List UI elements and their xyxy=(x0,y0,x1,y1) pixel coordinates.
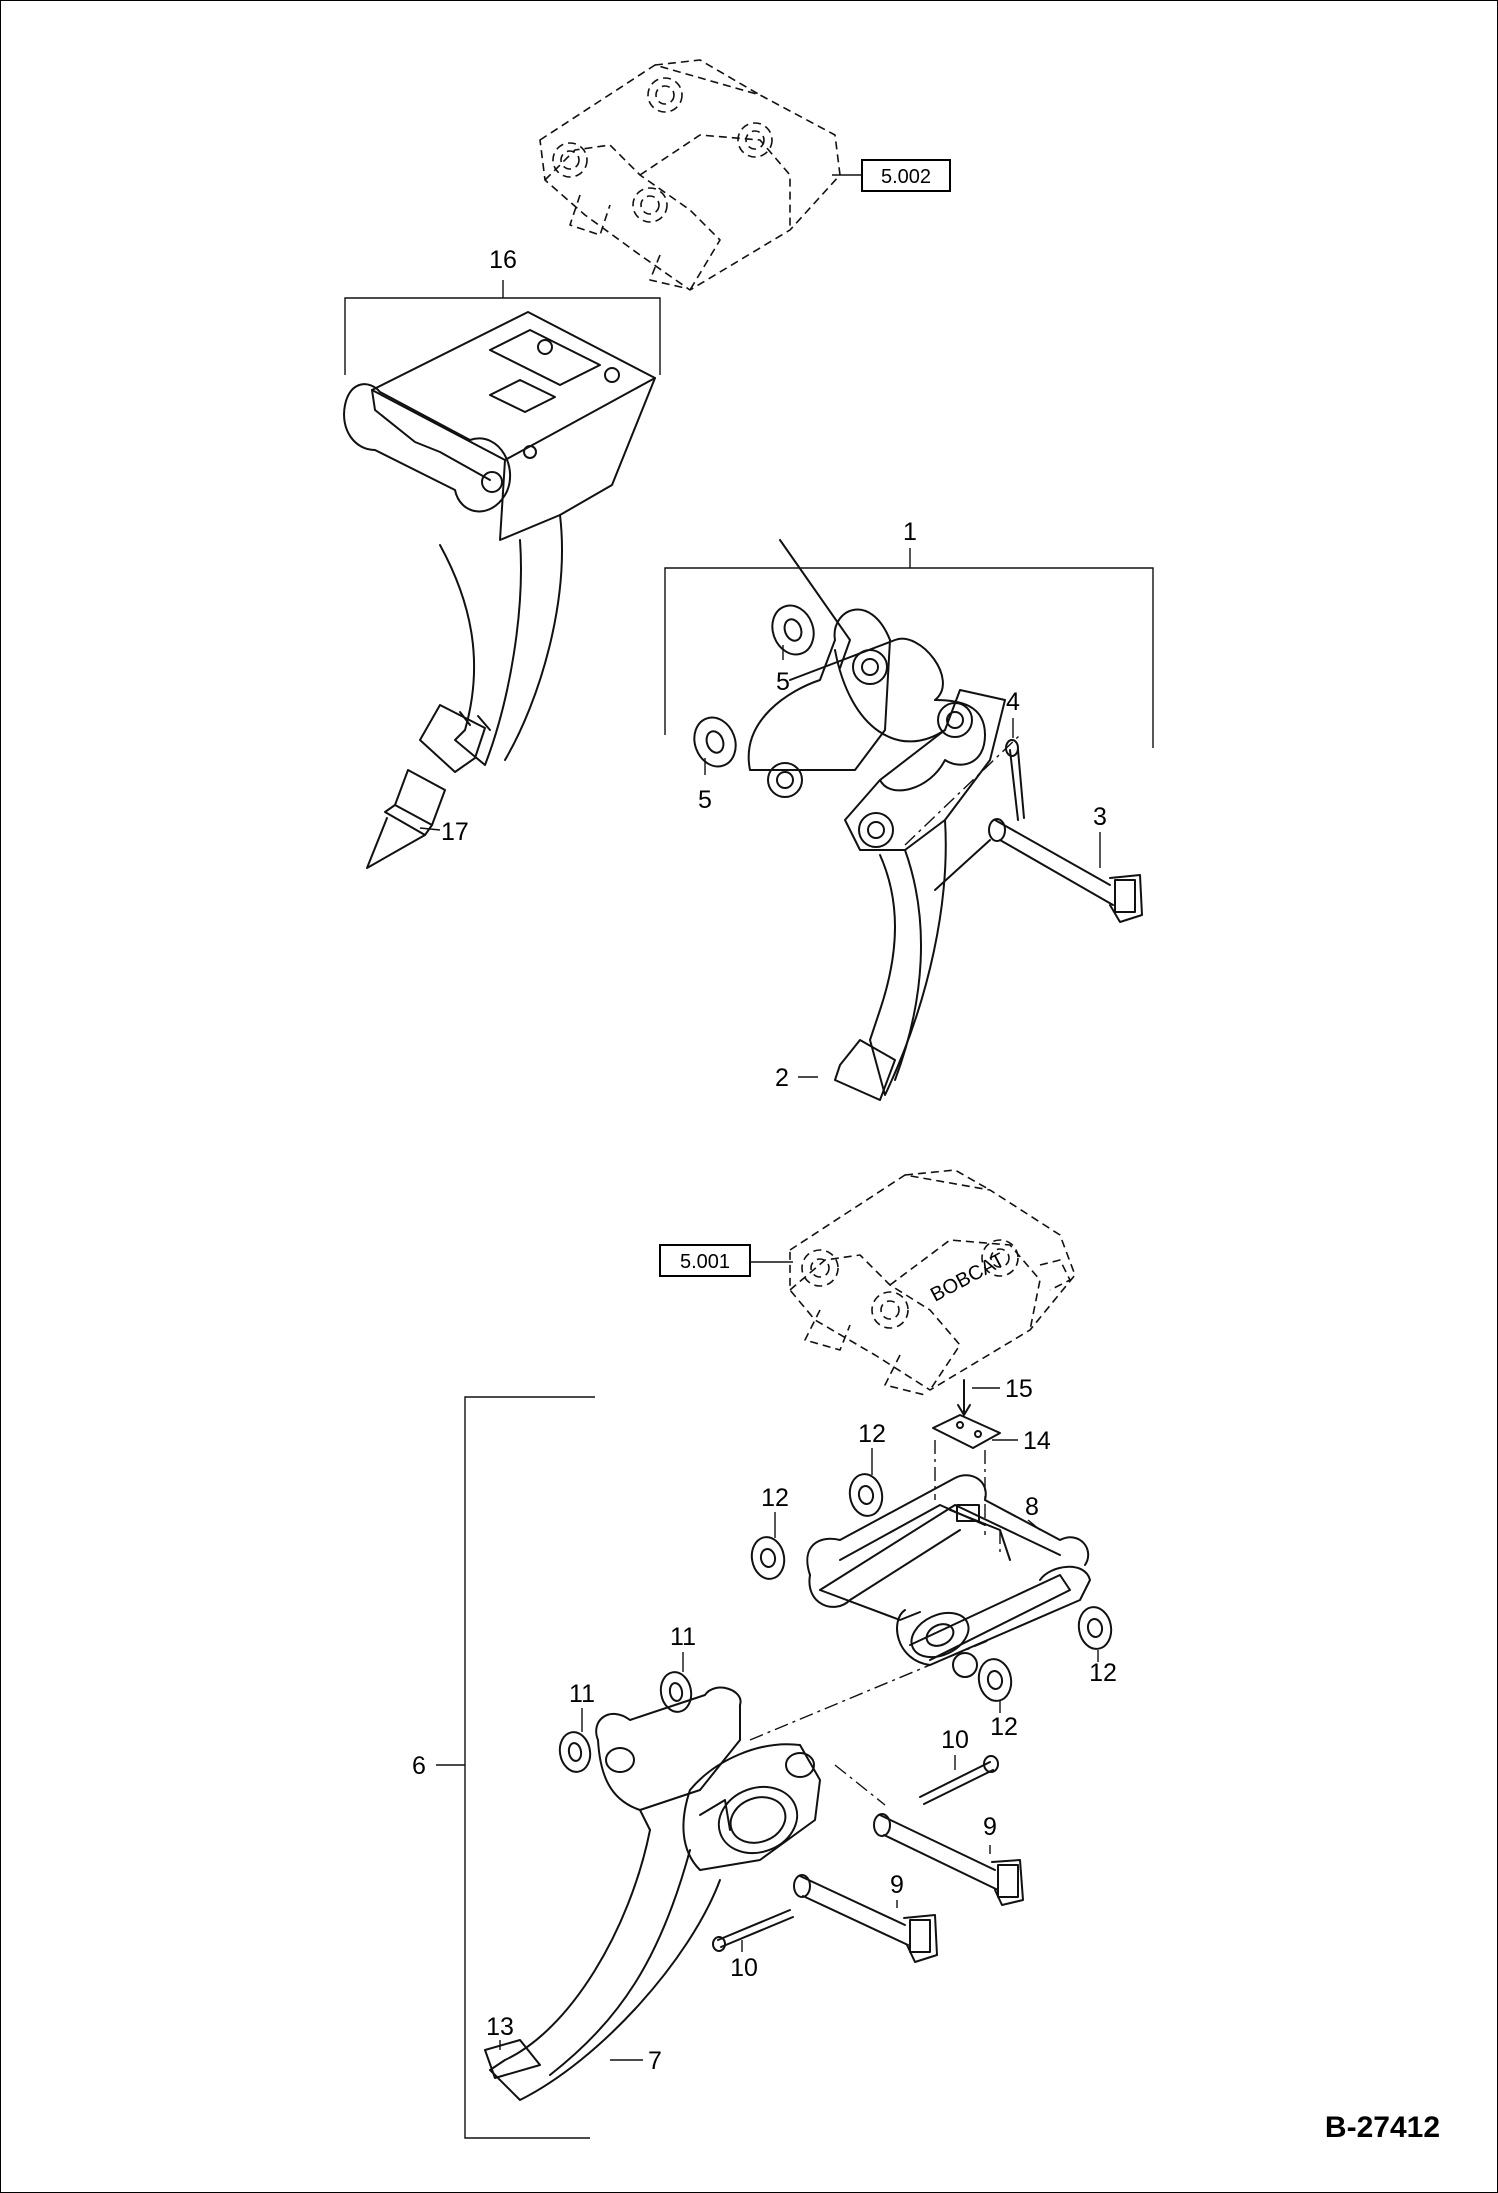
callout-15: 15 xyxy=(1005,1375,1033,1403)
callout-7: 7 xyxy=(648,2047,662,2075)
part-10-pins-top xyxy=(919,1755,999,1805)
coupler-logo: BOBCAT xyxy=(927,1249,1009,1306)
part-16-ripper-assembly xyxy=(343,280,661,773)
figure-id: B-27412 xyxy=(1325,2111,1440,2144)
callout-5-upper: 5 xyxy=(776,668,790,696)
part-9-pins xyxy=(793,1813,1024,1963)
part-12-washers xyxy=(750,1448,1113,1713)
part-6-bracket xyxy=(436,1396,595,2139)
reference-lower: 5.001 xyxy=(659,1244,793,1277)
callout-10-b: 10 xyxy=(730,1954,758,1982)
callout-12-b: 12 xyxy=(761,1484,789,1512)
part-5-washers xyxy=(693,604,815,775)
part-8-adapter-frame xyxy=(806,1440,1091,1678)
part-15-bolt xyxy=(957,1379,1000,1416)
callout-17: 17 xyxy=(441,818,469,846)
callout-1: 1 xyxy=(903,518,917,546)
reference-label-top: 5.002 xyxy=(881,166,931,188)
part-3-pin xyxy=(988,818,1143,923)
callout-10-a: 10 xyxy=(941,1726,969,1754)
callout-12-d: 12 xyxy=(990,1713,1018,1741)
callout-9-a: 9 xyxy=(983,1813,997,1841)
callout-11-a: 11 xyxy=(670,1623,696,1651)
reference-label-lower: 5.001 xyxy=(680,1251,730,1273)
part-11-washers xyxy=(558,1652,693,1773)
callout-5-lower: 5 xyxy=(698,786,712,814)
quick-coupler-top xyxy=(539,59,841,291)
callout-6: 6 xyxy=(412,1752,426,1780)
quick-coupler-lower: BOBCAT xyxy=(789,1169,1076,1396)
callout-12-c: 12 xyxy=(1089,1659,1117,1687)
callout-9-b: 9 xyxy=(890,1871,904,1899)
callout-8: 8 xyxy=(1025,1493,1039,1521)
reference-top: 5.002 xyxy=(832,159,951,192)
part-1-ripper-shank-assembly xyxy=(664,539,1154,1101)
callout-16: 16 xyxy=(489,246,517,274)
callout-4: 4 xyxy=(1006,688,1020,716)
callout-12-a: 12 xyxy=(858,1420,886,1448)
part-7-ripper-shank xyxy=(484,1639,991,2101)
callout-13: 13 xyxy=(486,2013,514,2041)
part-17-tooth-tip xyxy=(366,769,446,869)
callout-11-b: 11 xyxy=(569,1680,595,1708)
part-10-pins-bottom xyxy=(712,1909,794,1952)
callout-3: 3 xyxy=(1093,803,1107,831)
callout-14: 14 xyxy=(1023,1427,1051,1455)
part-4-linch-pin xyxy=(1005,718,1025,821)
part-14-plate xyxy=(932,1414,1018,1449)
callout-2: 2 xyxy=(775,1064,789,1092)
